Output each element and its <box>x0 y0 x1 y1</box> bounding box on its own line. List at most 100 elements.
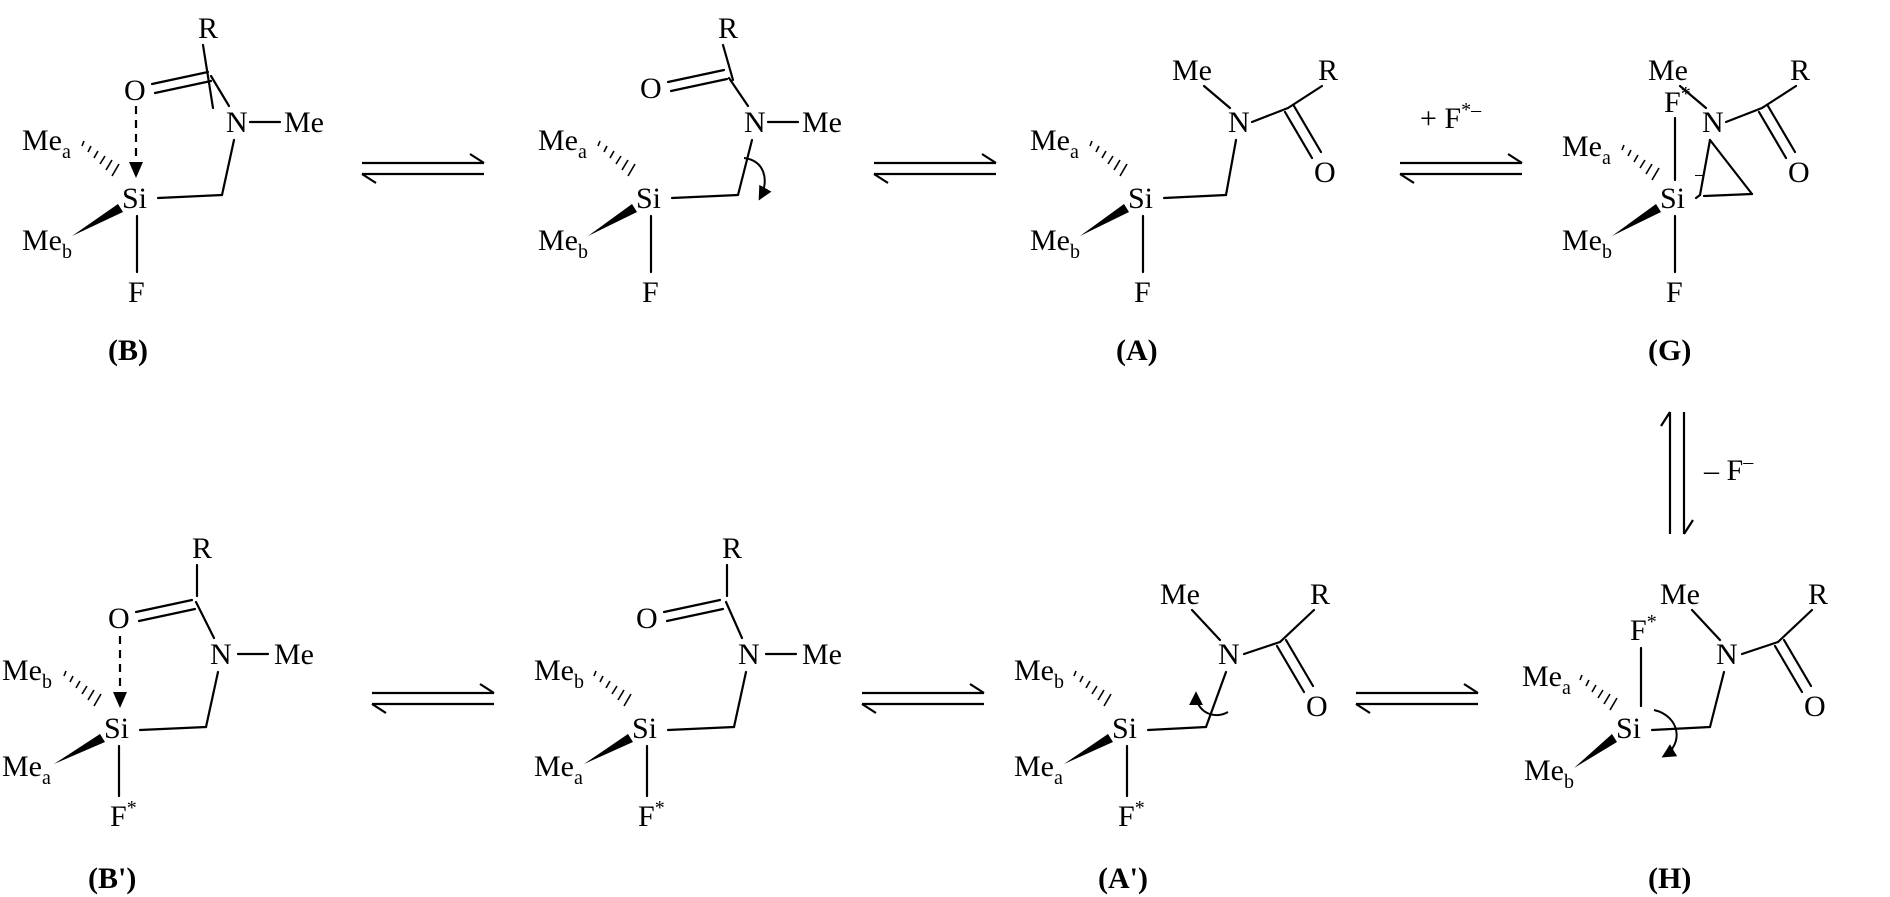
bond-N-CH2 <box>220 138 236 197</box>
bond-R-C <box>721 43 735 82</box>
bond-CO-2 <box>669 77 729 93</box>
hash-bond-Si-Me-a <box>81 140 120 177</box>
atom-Me-a: Mea <box>2 750 51 789</box>
atom-R: R <box>1310 578 1330 611</box>
atom-Me: Me <box>1172 54 1212 87</box>
bond-CO-1 <box>666 68 726 84</box>
bond-C-N <box>209 74 231 108</box>
label-G: (G) <box>1648 334 1691 367</box>
atom-Si: Si <box>1616 712 1641 745</box>
atom-O: O <box>636 602 658 635</box>
bond-Me-N <box>1202 84 1232 110</box>
bond-CH2-Si <box>138 725 208 732</box>
equilibrium-arrow-5 <box>861 683 985 714</box>
bond-Me-N <box>1690 608 1722 642</box>
atom-Me-b: Meb <box>1030 224 1080 263</box>
label-H: (H) <box>1648 862 1691 895</box>
equilibrium-arrow-3: + F*– <box>1399 99 1523 184</box>
wedge-Si-Me-a <box>54 734 105 764</box>
atom-N: N <box>1702 106 1724 139</box>
hash-bond-Si-Me-a <box>1621 144 1660 181</box>
atom-Si: Si <box>1660 182 1685 215</box>
hash-bond-Si-Me-b <box>593 670 632 707</box>
structure-G: Me R N O F* Mea Si − Meb F (G) <box>1562 54 1810 367</box>
bond-C-N <box>727 76 750 108</box>
bond-CO-2 <box>1782 638 1813 688</box>
atom-O: O <box>124 74 146 107</box>
bond-CO-1 <box>1275 644 1306 694</box>
atom-Si: Si <box>632 712 657 745</box>
charge-minus: − <box>1694 165 1705 187</box>
atom-R: R <box>198 12 218 45</box>
wedge-Si-Me-b <box>588 204 637 236</box>
wedge-Si-Me-a <box>1064 734 1113 764</box>
reagent-add-fluoride: + F*– <box>1420 99 1482 135</box>
bond-CH2-N <box>1708 138 1754 196</box>
reagent-remove-fluoride: – F– <box>1703 451 1754 487</box>
atom-R: R <box>192 532 212 565</box>
atom-Me-a: Mea <box>1562 130 1611 169</box>
atom-R: R <box>1790 54 1810 87</box>
atom-Me-a: Mea <box>534 750 583 789</box>
bond-CO-1 <box>662 598 722 614</box>
atom-Me-a: Mea <box>22 124 71 163</box>
atom-F: F <box>1134 276 1151 309</box>
bond-CH2-Si <box>156 193 224 200</box>
bond-N-CH2 <box>1224 138 1238 197</box>
atom-O: O <box>1788 156 1810 189</box>
bond-N-C <box>1250 106 1290 124</box>
bond-C-R <box>1286 84 1324 110</box>
bond-N-CH2 <box>1204 670 1228 729</box>
bond-Si-CH2 <box>1702 192 1754 198</box>
atom-N: N <box>744 106 766 139</box>
atom-R: R <box>718 12 738 45</box>
bond-N-CH2 <box>736 138 754 197</box>
hash-bond-Si-Me-a <box>597 140 636 177</box>
bond-Me-N <box>1190 608 1222 642</box>
atom-Me-a: Mea <box>1030 124 1079 163</box>
bond-CH2-Si <box>670 193 740 200</box>
atom-Me-a: Mea <box>1014 750 1063 789</box>
structure-A-prime: Me R N O Meb Si Mea F* (A') <box>1014 578 1330 895</box>
bond-C-R <box>1776 608 1814 644</box>
dative-arrowhead <box>129 162 143 178</box>
atom-Si: Si <box>122 182 147 215</box>
bond-CO-2 <box>153 79 213 95</box>
atom-N: N <box>738 638 760 671</box>
rotation-arrow <box>1653 709 1678 758</box>
bond-CO-2 <box>1284 638 1315 688</box>
bond-CO-1 <box>1283 110 1314 160</box>
atom-O: O <box>108 602 130 635</box>
bond-N-CH2 <box>732 670 748 729</box>
atom-F-star: F* <box>1630 611 1657 647</box>
label-A-prime: (A') <box>1098 862 1148 895</box>
bond-CH2-Si <box>1162 193 1228 200</box>
bond-N-C <box>1242 640 1282 656</box>
atom-R: R <box>1318 54 1338 87</box>
atom-Si: Si <box>104 712 129 745</box>
rotation-arrow <box>1189 691 1229 717</box>
equilibrium-arrow-1 <box>361 153 485 184</box>
atom-Me-b: Meb <box>1562 224 1612 263</box>
wedge-Si-Me-b <box>1574 734 1617 768</box>
atom-N: N <box>1716 638 1738 671</box>
hash-bond-Si-Me-b <box>1073 670 1112 707</box>
bond-R-C <box>201 43 215 110</box>
bond-N-C <box>1724 106 1764 124</box>
atom-N: N <box>1228 106 1250 139</box>
bond-CO-1 <box>1773 644 1804 694</box>
hash-bond-Si-Me-b <box>63 670 102 707</box>
wedge-Si-Me-a <box>584 734 633 764</box>
wedge-Si-Me-b <box>72 204 123 236</box>
bond-N-CH2 <box>204 670 220 729</box>
bond-C-R <box>1760 84 1798 110</box>
bond-CH2-Si <box>1650 725 1712 732</box>
atom-Me: Me <box>802 106 842 139</box>
atom-Me-b: Meb <box>1524 754 1574 793</box>
label-A: (A) <box>1116 334 1158 367</box>
atom-Me: Me <box>802 638 842 671</box>
wedge-Si-Me-b <box>1080 204 1129 236</box>
bond-N-CH2 <box>1708 670 1726 729</box>
hash-bond-Si-Me-a <box>1089 140 1128 177</box>
rotation-arrow <box>743 157 772 201</box>
